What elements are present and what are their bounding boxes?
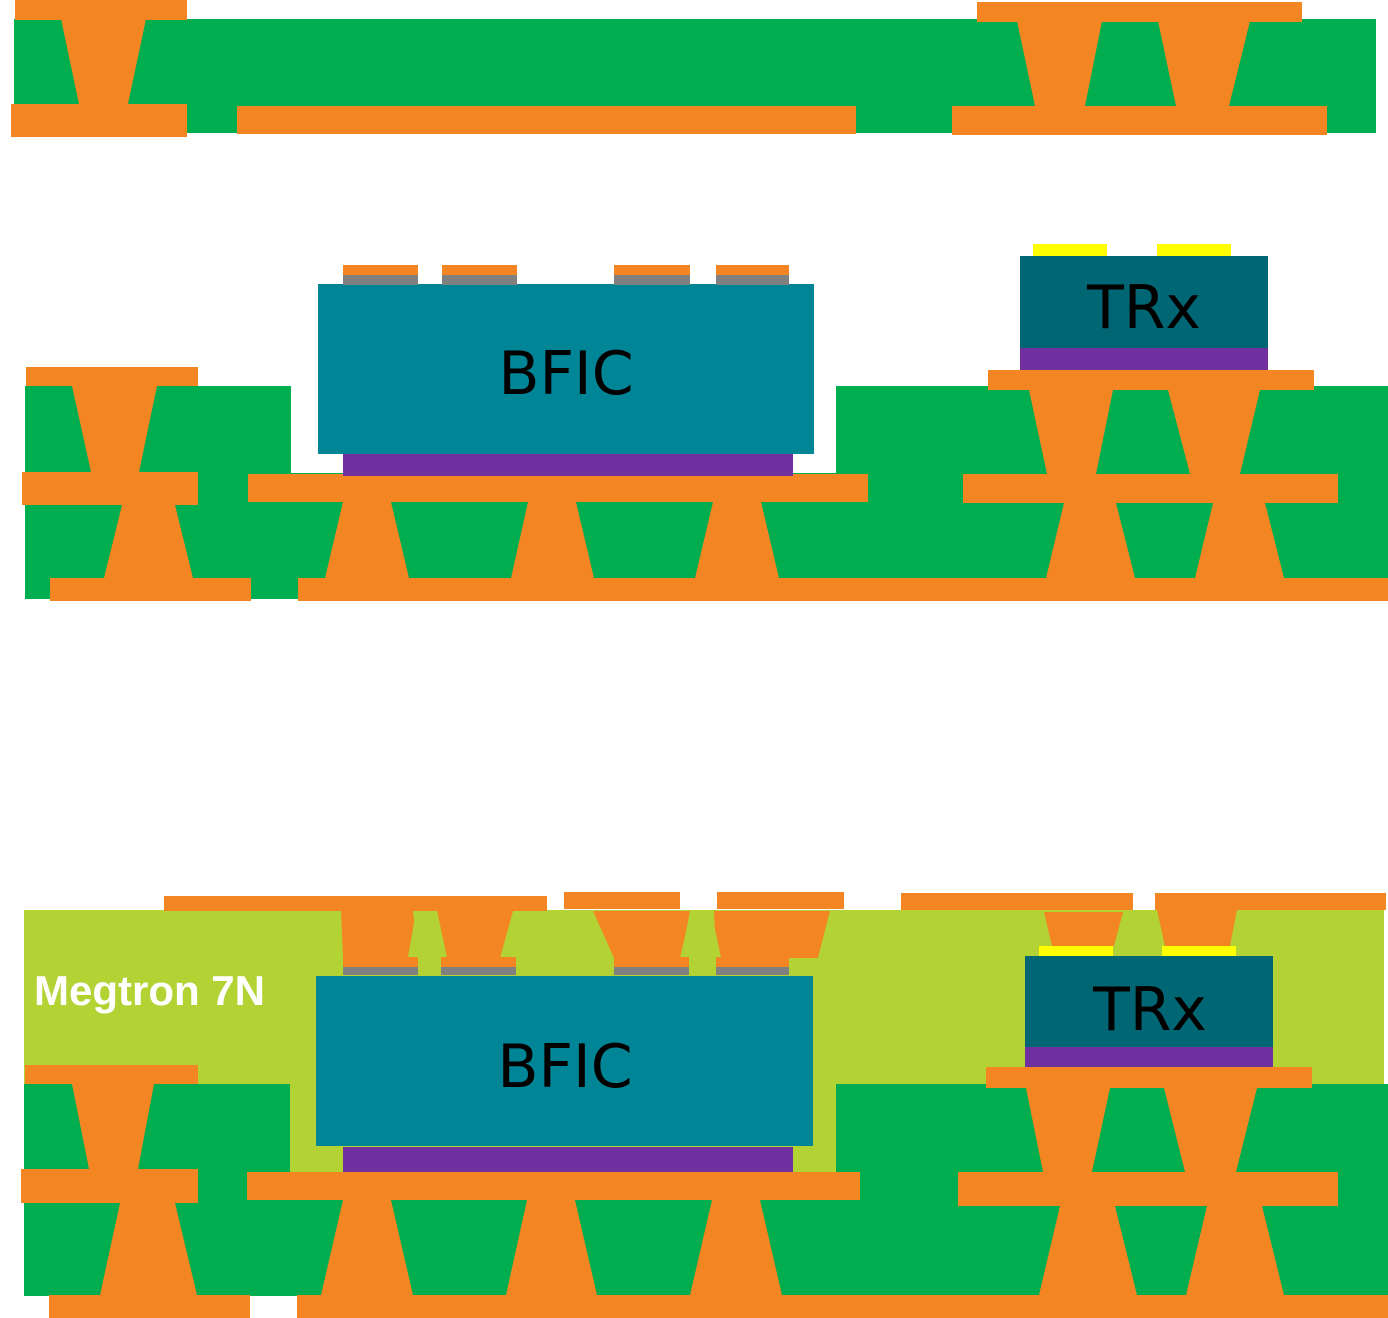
trx-chip xyxy=(1020,256,1268,348)
copper-trace-bottom xyxy=(50,578,251,601)
copper-via xyxy=(1186,1206,1284,1295)
bfic-chip xyxy=(316,976,813,1146)
copper-via xyxy=(325,502,409,578)
bfic-pad xyxy=(442,275,517,285)
panel-top-laminate xyxy=(11,0,1376,137)
copper-via xyxy=(690,1200,782,1295)
copper-bump xyxy=(441,957,516,967)
copper-bump xyxy=(343,957,418,967)
copper-via xyxy=(72,386,157,472)
copper-via xyxy=(1046,503,1135,578)
copper-via xyxy=(104,505,193,578)
copper-via xyxy=(321,1200,413,1295)
megtron-gap xyxy=(500,911,546,958)
panel-embedded-stack: BFIC TRx Megtron 7N xyxy=(21,892,1388,1318)
trx-pad xyxy=(1157,244,1231,256)
copper-bump xyxy=(343,265,418,275)
copper-via xyxy=(1168,390,1260,474)
dielectric-layer xyxy=(836,1084,1388,1184)
copper-microvia xyxy=(437,911,514,958)
copper-trace xyxy=(958,1172,1338,1206)
copper-microvia xyxy=(593,911,691,958)
copper-trace-top xyxy=(717,892,844,909)
bfic-label: BFIC xyxy=(498,339,633,409)
copper-trace xyxy=(22,472,198,505)
trx-pad xyxy=(1162,946,1236,956)
copper-pad-top xyxy=(977,2,1302,22)
megtron-gap xyxy=(681,911,721,957)
copper-via xyxy=(1029,390,1113,474)
bfic-pad xyxy=(614,275,690,285)
bfic-chip xyxy=(318,284,814,454)
copper-microvia xyxy=(341,911,418,958)
copper-trace-bottom xyxy=(237,106,856,134)
trx-pad xyxy=(1033,244,1107,256)
trx-pad xyxy=(1039,946,1113,956)
copper-pad xyxy=(25,1065,198,1084)
copper-via xyxy=(1017,21,1102,106)
copper-trace-bottom xyxy=(298,578,1388,601)
megtron-gap xyxy=(818,911,845,958)
panel-components-placed: BFIC TRx xyxy=(22,244,1388,601)
copper-pad xyxy=(988,370,1314,390)
copper-trace-bottom xyxy=(49,1295,250,1318)
copper-bump xyxy=(614,957,689,967)
copper-bump xyxy=(716,957,789,967)
copper-bump xyxy=(614,265,690,275)
copper-pad xyxy=(986,1067,1312,1088)
copper-microvia xyxy=(1157,910,1237,951)
die-attach xyxy=(343,1147,793,1173)
copper-via xyxy=(1026,1088,1110,1172)
die-attach xyxy=(343,453,793,476)
copper-via xyxy=(1164,1088,1257,1172)
megtron-7n-label: Megtron 7N xyxy=(34,967,265,1014)
die-attach xyxy=(1025,1047,1273,1070)
copper-via xyxy=(61,19,146,104)
copper-bump xyxy=(442,265,517,275)
copper-trace-bottom xyxy=(11,104,187,137)
copper-trace-top xyxy=(901,893,1133,910)
bfic-pad xyxy=(716,275,789,285)
copper-via xyxy=(1039,1206,1137,1295)
copper-via xyxy=(511,502,594,578)
copper-trace-top xyxy=(1155,893,1386,910)
die-attach xyxy=(1020,347,1268,370)
bfic-pad xyxy=(343,275,418,285)
copper-microvia xyxy=(1044,912,1123,946)
copper-trace-bottom xyxy=(952,106,1327,135)
copper-pad xyxy=(26,367,198,386)
copper-trace xyxy=(21,1169,198,1203)
megtron-gap xyxy=(408,911,447,957)
copper-via xyxy=(100,1203,197,1295)
copper-microvia xyxy=(714,911,830,958)
megtron-gap xyxy=(546,911,603,958)
copper-trace xyxy=(248,474,868,502)
copper-bump xyxy=(716,265,789,275)
copper-via xyxy=(695,502,779,578)
copper-trace-top xyxy=(164,896,547,911)
copper-via xyxy=(1158,21,1250,106)
dielectric-layer xyxy=(836,386,1388,486)
copper-via xyxy=(506,1200,597,1295)
copper-via xyxy=(72,1084,154,1169)
copper-trace-bottom xyxy=(297,1295,1388,1318)
copper-via xyxy=(1195,503,1284,578)
trx-chip xyxy=(1025,956,1273,1048)
copper-trace xyxy=(247,1172,860,1200)
copper-trace xyxy=(963,474,1338,503)
copper-pad-top xyxy=(15,0,187,20)
trx-label: TRx xyxy=(1086,273,1201,343)
trx-label: TRx xyxy=(1092,975,1207,1045)
bfic-label: BFIC xyxy=(497,1032,632,1102)
copper-trace-top xyxy=(564,892,680,909)
